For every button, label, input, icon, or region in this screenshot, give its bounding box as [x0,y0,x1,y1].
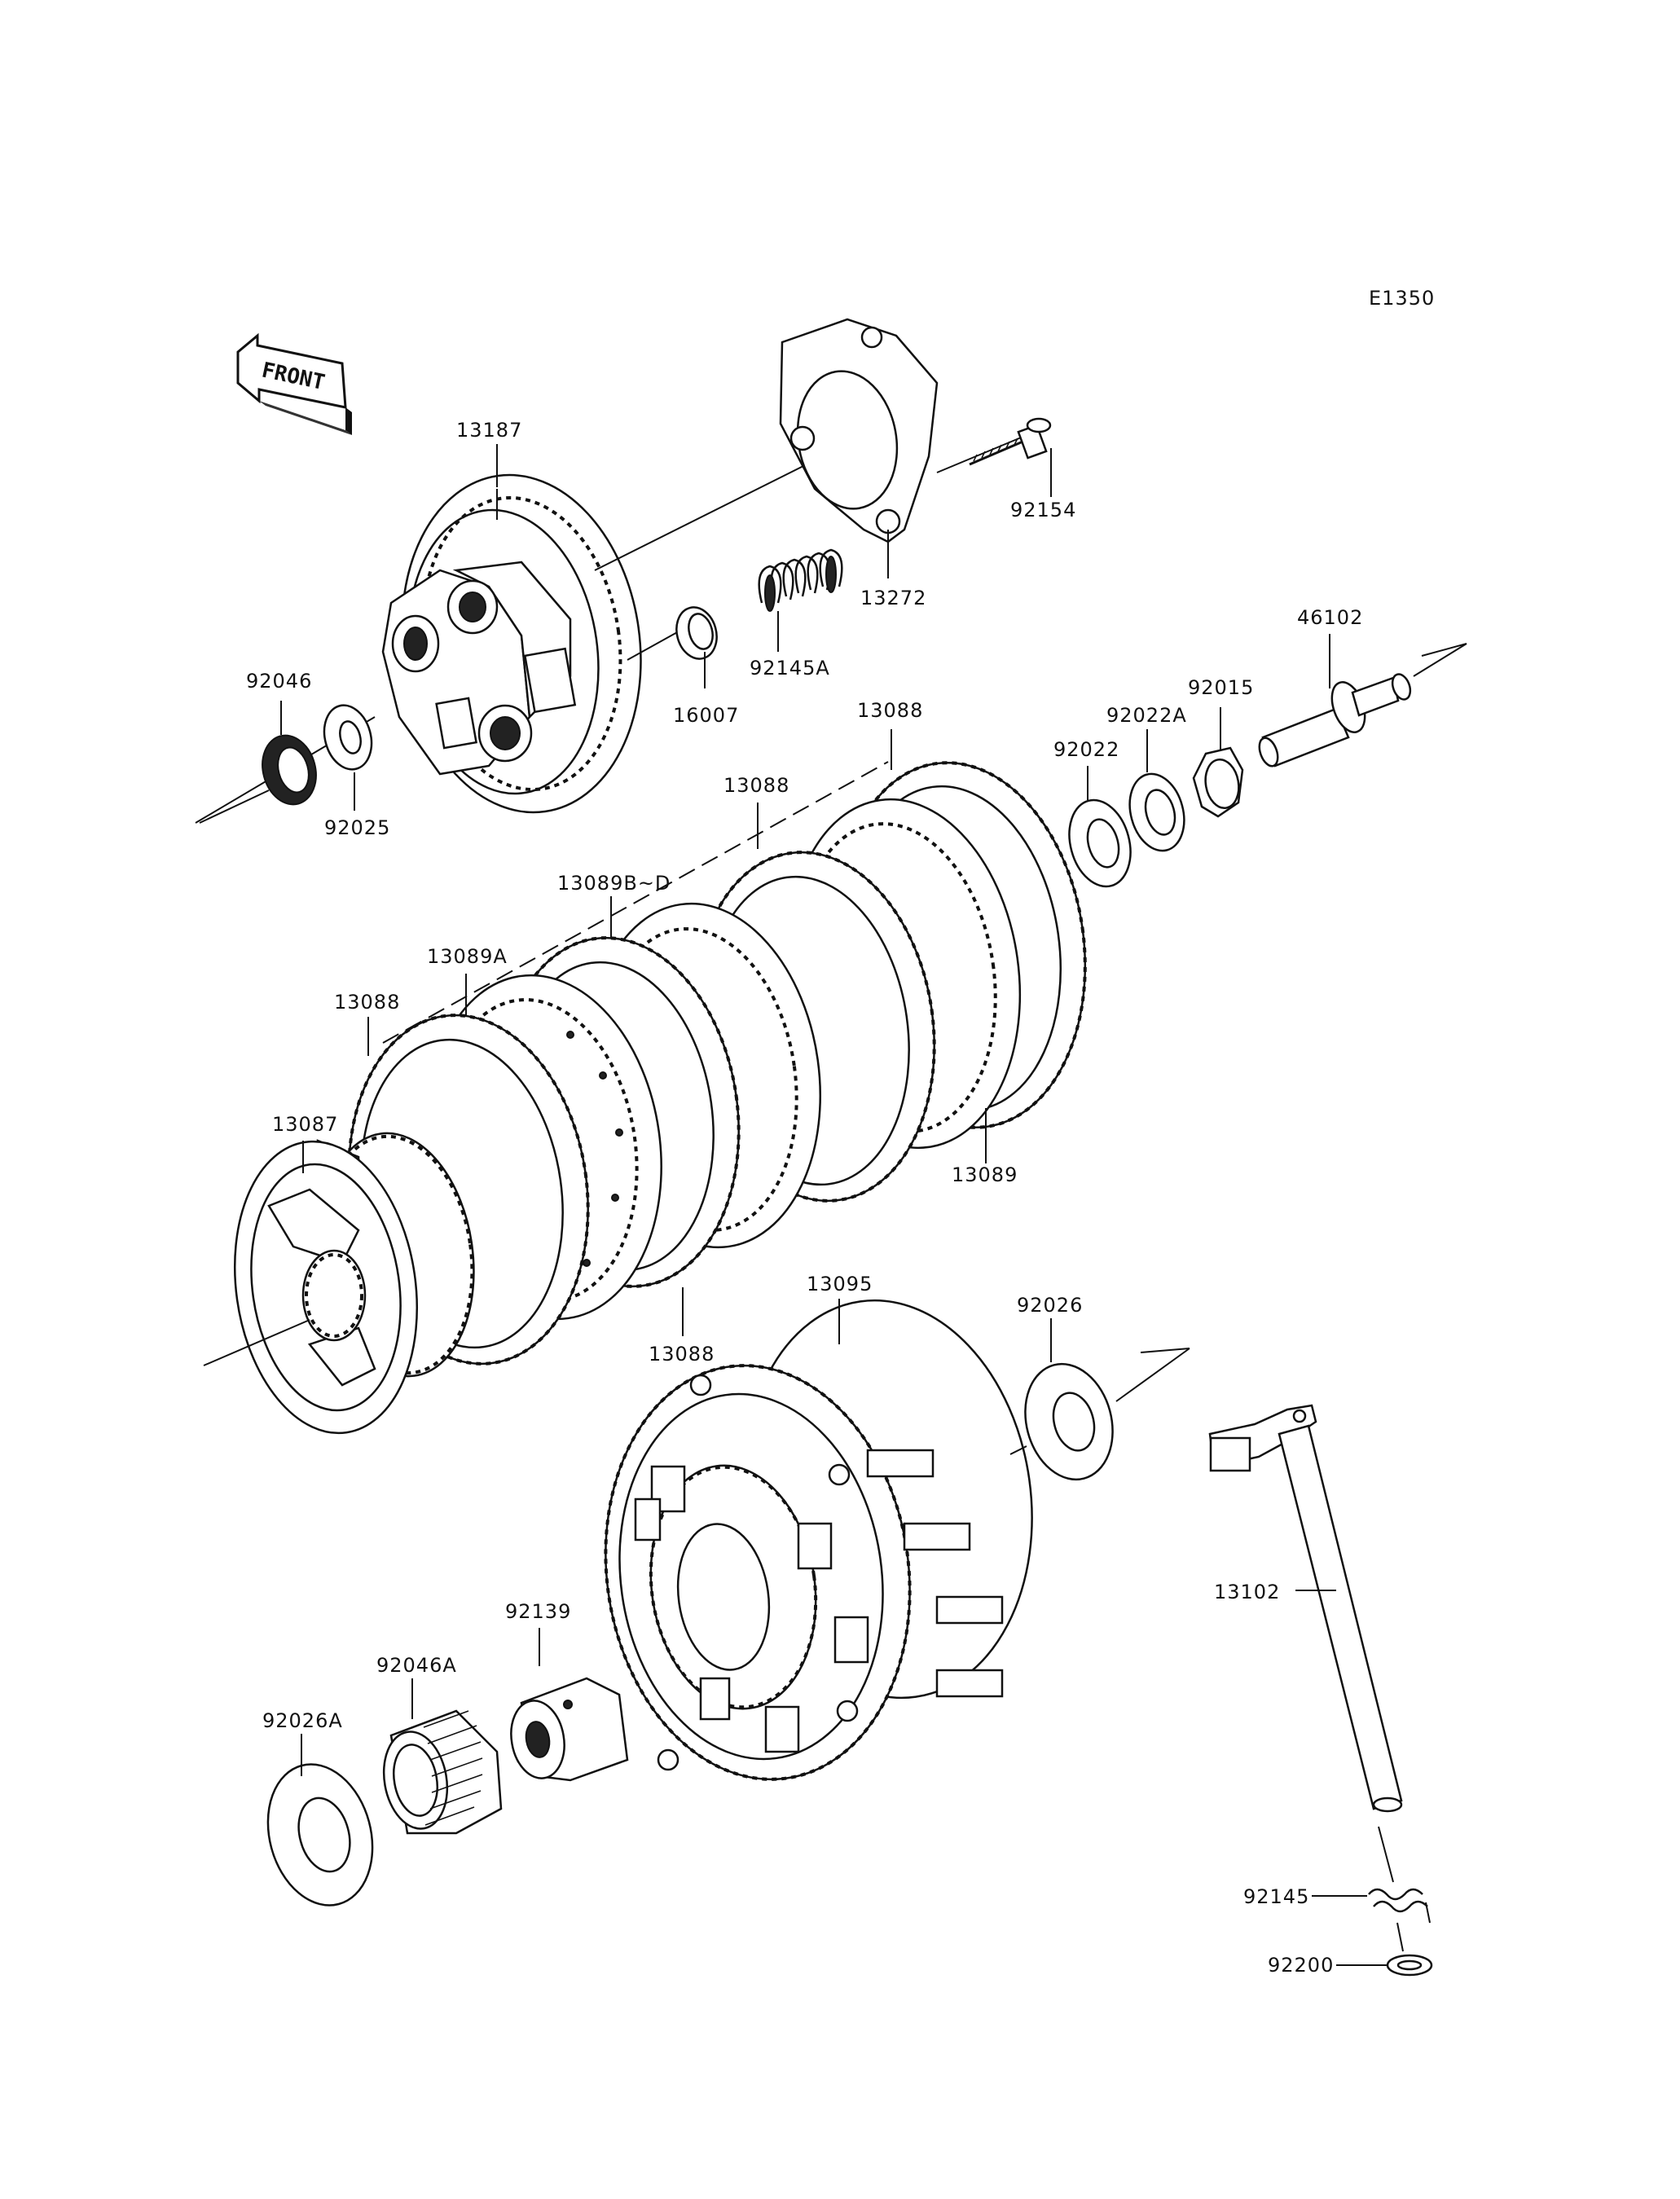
callout-13102: 13102 [1214,1581,1280,1603]
diagram-code: E1350 [1369,287,1435,310]
front-arrow-icon: FRONT [236,332,352,435]
callout-92022A: 92022A [1106,704,1187,727]
lifter-plate [779,318,939,543]
washer-92026A [266,1763,374,1907]
circlip [1386,1954,1433,1977]
callout-13089BD: 13089B~D [557,872,671,895]
pushrod [1258,673,1412,767]
callout-92015: 92015 [1188,676,1254,699]
callout-13089A: 13089A [427,945,508,968]
callout-13095: 13095 [807,1273,873,1295]
washer [323,704,373,771]
ring [675,606,718,660]
callout-92026A: 92026A [262,1709,343,1732]
washer-92026 [1024,1362,1114,1481]
callout-13272: 13272 [860,587,926,609]
pressure-plate [381,473,642,814]
callout-13187: 13187 [456,419,522,442]
bolt [969,417,1052,466]
callout-92145A: 92145A [750,657,830,679]
sleeve [510,1677,629,1782]
return-spring [1368,1888,1431,1924]
clutch-hub [233,1132,475,1435]
callout-46102: 46102 [1297,606,1363,629]
clutch-housing [604,1299,1033,1781]
callout-13089: 13089 [952,1163,1018,1186]
needle-bearing [382,1709,503,1835]
spring [758,548,843,612]
callout-13087: 13087 [272,1113,338,1136]
thrust-bearing [262,734,317,806]
callout-13088-top: 13088 [857,699,923,722]
callout-92025: 92025 [324,816,390,839]
callout-92145: 92145 [1243,1885,1309,1908]
callout-92139: 92139 [505,1600,571,1623]
release-shaft [1208,1404,1403,1813]
callout-92046A: 92046A [376,1654,457,1677]
washer-92022 [1068,798,1132,888]
callout-13088-upper: 13088 [723,774,789,797]
callout-92022: 92022 [1053,738,1119,761]
nut [1192,746,1244,818]
callout-13088-left: 13088 [334,991,400,1014]
callout-92200: 92200 [1268,1954,1334,1977]
callout-16007: 16007 [673,704,739,727]
callout-13088-bottom: 13088 [649,1343,715,1366]
callout-92026: 92026 [1017,1294,1083,1317]
washer-92022A [1128,772,1185,852]
callout-92046: 92046 [246,670,312,693]
callout-92154: 92154 [1010,499,1076,521]
